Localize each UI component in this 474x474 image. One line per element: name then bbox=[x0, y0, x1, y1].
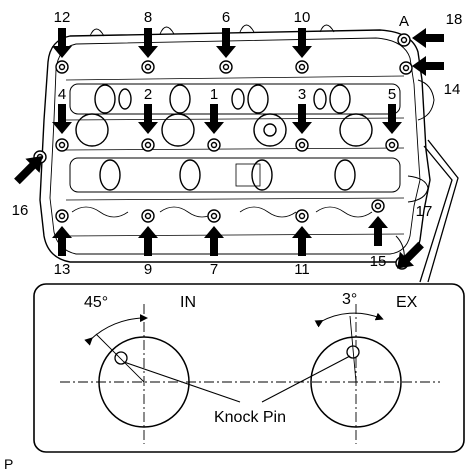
label-top-2: 6 bbox=[222, 9, 230, 26]
bolt bbox=[207, 209, 221, 223]
angle-ex-label: 3° bbox=[342, 291, 357, 308]
arrow-down bbox=[138, 104, 158, 134]
bolt bbox=[55, 209, 69, 223]
label-bottom-1: 9 bbox=[144, 261, 152, 278]
angle-in-label: 45° bbox=[84, 294, 108, 311]
arrow-down bbox=[292, 28, 312, 58]
bolt bbox=[399, 61, 413, 75]
arrow-down bbox=[52, 28, 72, 58]
bolt bbox=[371, 199, 385, 213]
arrow-up bbox=[292, 226, 312, 256]
bolt-group bbox=[33, 33, 413, 270]
arrow-down bbox=[204, 104, 224, 134]
label-upper-2: 1 bbox=[210, 86, 218, 103]
bolt-arrows bbox=[14, 28, 444, 269]
arrow-up bbox=[204, 226, 224, 256]
label-upper-3: 3 bbox=[298, 86, 306, 103]
arrow-up bbox=[138, 226, 158, 256]
arrow-down bbox=[138, 28, 158, 58]
arrow-diagonal bbox=[14, 155, 43, 185]
bolt bbox=[141, 209, 155, 223]
cylinder-head-body bbox=[39, 24, 435, 263]
bolt bbox=[385, 138, 399, 152]
arrow-up bbox=[52, 226, 72, 256]
bolt bbox=[207, 138, 221, 152]
in-label: IN bbox=[180, 294, 196, 311]
bolt bbox=[55, 60, 69, 74]
ex-label: EX bbox=[396, 294, 418, 311]
knock-pin-label: Knock Pin bbox=[214, 409, 286, 426]
arrow-left bbox=[412, 56, 444, 76]
bolt-number-labels: 12 8 6 10 A 18 4 2 1 3 5 14 16 13 9 7 11… bbox=[12, 9, 463, 278]
bolt bbox=[295, 209, 309, 223]
knock-pin-detail: 45° IN 3° EX Knock Pin bbox=[33, 283, 465, 453]
label-bottom-0: 13 bbox=[54, 261, 71, 278]
arrow-left bbox=[412, 28, 444, 48]
bolt bbox=[397, 33, 411, 47]
label-top-4: A bbox=[399, 13, 409, 30]
bolt bbox=[295, 60, 309, 74]
label-top-0: 12 bbox=[54, 9, 71, 26]
callout-lines bbox=[419, 139, 459, 283]
bolt bbox=[55, 138, 69, 152]
arrow-down bbox=[382, 104, 402, 134]
leader-ex bbox=[261, 355, 351, 403]
label-top-5: 18 bbox=[446, 11, 463, 28]
ex-angle-arc bbox=[314, 312, 384, 328]
bolt bbox=[141, 60, 155, 74]
label-left: 16 bbox=[12, 202, 29, 219]
arrow-diagonal bbox=[397, 241, 424, 269]
label-bottom-2: 7 bbox=[210, 261, 218, 278]
label-top-3: 10 bbox=[294, 9, 311, 26]
arrow-down bbox=[292, 104, 312, 134]
bolt bbox=[295, 138, 309, 152]
bolt bbox=[219, 60, 233, 74]
label-upper-4: 5 bbox=[388, 86, 396, 103]
in-angle-arc bbox=[84, 314, 148, 346]
label-bottom-3: 11 bbox=[294, 261, 310, 278]
arrow-up bbox=[368, 216, 388, 246]
ex-camshaft-circle bbox=[310, 336, 402, 428]
label-bottom-4: 15 bbox=[370, 253, 387, 270]
arrow-down bbox=[52, 104, 72, 134]
label-top-1: 8 bbox=[144, 9, 152, 26]
label-upper-1: 2 bbox=[144, 86, 152, 103]
in-knock-pin bbox=[114, 351, 128, 365]
arrow-down bbox=[216, 28, 236, 58]
label-upper-5: 14 bbox=[444, 81, 461, 98]
label-upper-0: 4 bbox=[58, 86, 66, 103]
leader-in bbox=[123, 361, 241, 403]
corner-mark: P bbox=[4, 456, 13, 472]
bolt bbox=[141, 138, 155, 152]
label-bottom-5: 17 bbox=[416, 203, 433, 220]
